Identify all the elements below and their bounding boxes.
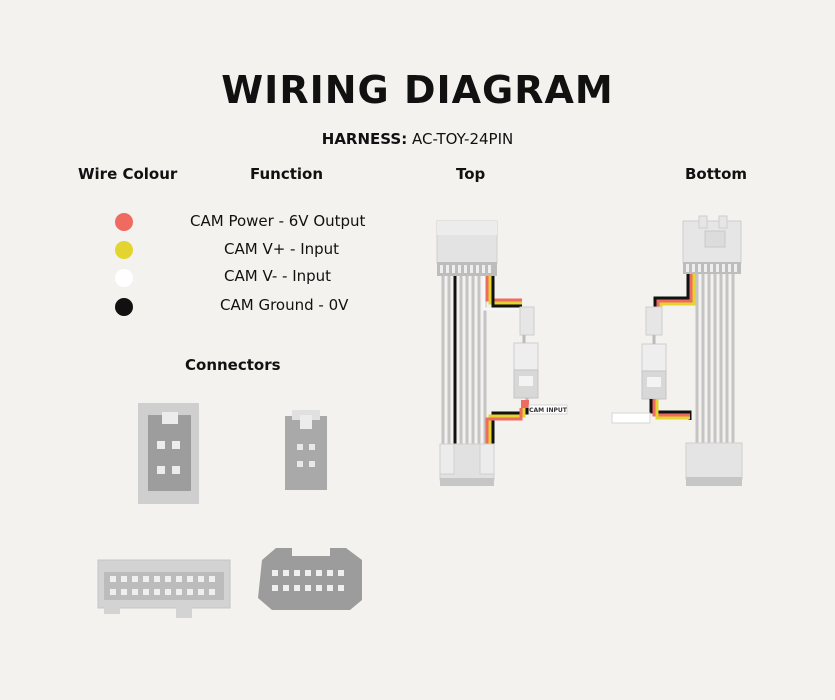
harness-value: AC-TOY-24PIN bbox=[412, 130, 514, 148]
harness-line: HARNESS: AC-TOY-24PIN bbox=[0, 130, 835, 148]
connector-multi-pin-rect bbox=[97, 559, 231, 618]
wire-swatch-red bbox=[115, 213, 133, 231]
header-function: Function bbox=[250, 165, 324, 183]
connectors-heading: Connectors bbox=[185, 356, 281, 374]
header-bottom: Bottom bbox=[685, 165, 748, 183]
connector-large-block bbox=[138, 403, 199, 504]
header-wire-colour: Wire Colour bbox=[78, 165, 178, 183]
cam-input-label: CAM INPUT bbox=[529, 407, 568, 414]
wire-function-vminus: CAM V- - Input bbox=[224, 267, 332, 285]
wire-function-vplus: CAM V+ - Input bbox=[224, 240, 340, 258]
wire-function-ground: CAM Ground - 0V bbox=[220, 296, 349, 314]
top-harness: CAM INPUT bbox=[436, 220, 568, 486]
wire-swatch-white bbox=[115, 269, 133, 287]
page-title: WIRING DIAGRAM bbox=[221, 68, 614, 112]
connector-multi-pin-shaped bbox=[258, 548, 362, 610]
harness-label: HARNESS: bbox=[321, 130, 408, 148]
wire-swatch-black bbox=[115, 298, 133, 316]
wire-swatch-yellow bbox=[115, 241, 133, 259]
header-top: Top bbox=[456, 165, 486, 183]
wire-function-power: CAM Power - 6V Output bbox=[190, 212, 366, 230]
bottom-harness bbox=[611, 215, 743, 486]
connector-small-block bbox=[285, 410, 327, 490]
